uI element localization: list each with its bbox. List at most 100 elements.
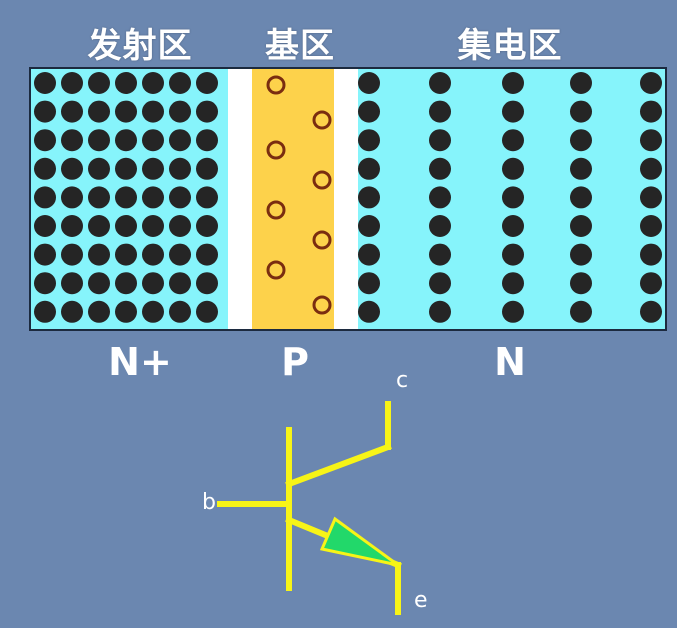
collector-electron (640, 300, 662, 323)
collector-electron (502, 157, 524, 180)
collector-electron (640, 72, 662, 94)
emitter-electron (196, 300, 218, 323)
base-region-title: 基区 (265, 26, 335, 66)
base-hole (266, 200, 286, 220)
emitter-electron (169, 186, 191, 209)
base-hole (312, 110, 332, 130)
emitter-electron (34, 272, 56, 295)
collector-electron (502, 186, 524, 209)
collector-electron (358, 186, 380, 209)
emitter-electron (169, 129, 191, 152)
collector-electron (358, 272, 380, 295)
collector-electron (358, 243, 380, 266)
emitter-electron (115, 215, 137, 237)
collector-electron (640, 100, 662, 123)
emitter-electron (61, 100, 83, 123)
emitter-type-label: N+ (108, 340, 172, 384)
base-hole (312, 230, 332, 250)
carriers-group (34, 72, 662, 323)
collector-electron (429, 243, 451, 266)
emitter-electron (196, 215, 218, 237)
collector-electron (640, 215, 662, 237)
semiconductor-block (29, 67, 667, 331)
emitter-electron (61, 272, 83, 295)
collector-electron (358, 300, 380, 323)
emitter-electron (169, 243, 191, 266)
emitter-electron (142, 157, 164, 180)
emitter-electron (115, 186, 137, 209)
collector-electron (358, 215, 380, 237)
emitter-electron (142, 186, 164, 209)
emitter-electron (88, 186, 110, 209)
emitter-electron (88, 300, 110, 323)
collector-electron (429, 215, 451, 237)
emitter-electron (61, 157, 83, 180)
emitter-electron (169, 215, 191, 237)
emitter-electron (61, 72, 83, 94)
block-outline (29, 67, 667, 331)
emitter-electron (196, 129, 218, 152)
collector-electron (640, 243, 662, 266)
emitter-electron (115, 272, 137, 295)
collector-electron (570, 157, 592, 180)
emitter-electron (34, 129, 56, 152)
collector-electron (640, 157, 662, 180)
base-terminal-label: b (202, 490, 216, 515)
emitter-electron (169, 100, 191, 123)
emitter-electron (169, 300, 191, 323)
emitter-electron (88, 272, 110, 295)
collector-type-label: N (494, 340, 526, 384)
collector-electron (502, 72, 524, 94)
collector-electron (570, 186, 592, 209)
emitter-base-junction (228, 68, 252, 330)
collector-electron (429, 300, 451, 323)
emitter-electron (142, 100, 164, 123)
emitter-electron (34, 186, 56, 209)
emitter-electron (88, 72, 110, 94)
collector-electron (570, 129, 592, 152)
emitter-electron (115, 72, 137, 94)
collector-electron (570, 100, 592, 123)
base-hole (266, 75, 286, 95)
collector-terminal-label: c (396, 368, 409, 393)
collector-electron (502, 272, 524, 295)
collector-electron (429, 72, 451, 94)
emitter-electron (142, 300, 164, 323)
emitter-electron (34, 100, 56, 123)
collector-electron (570, 300, 592, 323)
emitter-electron (88, 129, 110, 152)
emitter-electron (196, 186, 218, 209)
collector-electron (429, 100, 451, 123)
emitter-electron (169, 272, 191, 295)
emitter-electron (61, 215, 83, 237)
emitter-electron (34, 243, 56, 266)
base-hole (266, 140, 286, 160)
emitter-electron (196, 157, 218, 180)
collector-electron (358, 72, 380, 94)
emitter-electron (88, 157, 110, 180)
collector-diagonal (285, 443, 392, 488)
emitter-electron (115, 129, 137, 152)
emitter-electron (115, 157, 137, 180)
emitter-electron (196, 272, 218, 295)
emitter-electron (169, 72, 191, 94)
collector-electron (570, 272, 592, 295)
emitter-electron (88, 100, 110, 123)
collector-electron (429, 157, 451, 180)
collector-electron (502, 215, 524, 237)
emitter-electron (61, 300, 83, 323)
base-type-label: P (281, 340, 309, 384)
emitter-electron (34, 300, 56, 323)
collector-electron (570, 243, 592, 266)
collector-region-title: 集电区 (457, 26, 563, 66)
collector-electron (429, 186, 451, 209)
emitter-electron (115, 100, 137, 123)
base-hole (312, 170, 332, 190)
collector-electron (502, 129, 524, 152)
emitter-electron (115, 300, 137, 323)
emitter-electron (88, 215, 110, 237)
emitter-electron (196, 243, 218, 266)
emitter-electron (142, 243, 164, 266)
